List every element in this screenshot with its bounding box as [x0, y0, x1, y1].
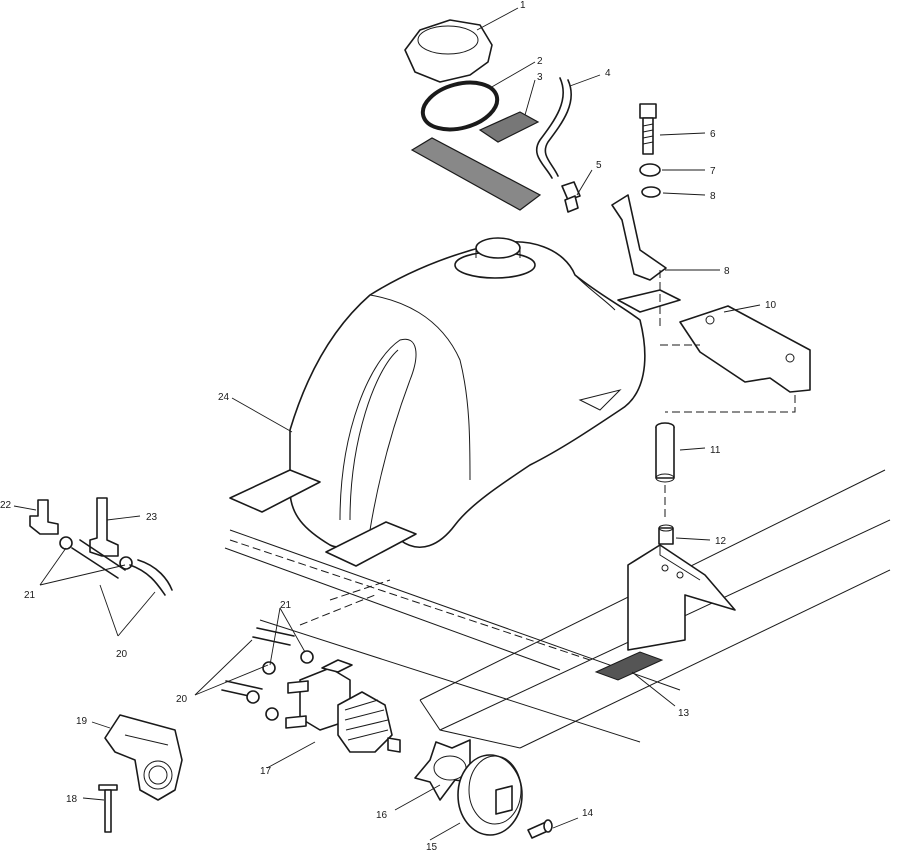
- tee-fitting: [89, 497, 119, 557]
- callout-5: 5: [596, 160, 602, 171]
- mount-bolt: [639, 103, 657, 155]
- fuel-valve: [285, 659, 401, 753]
- rivet: [98, 784, 118, 833]
- callout-7: 7: [710, 166, 716, 177]
- callout-11: 11: [710, 445, 721, 456]
- bushing: [658, 524, 674, 545]
- vent-fitting: [561, 181, 581, 213]
- callout-17: 17: [260, 766, 272, 777]
- leader-lines: [13, 7, 761, 841]
- callout-6: 6: [710, 129, 716, 140]
- callout-3: 3: [537, 72, 543, 83]
- callout-labels: 1 2 3 4 5 6 7 8 8 10 11 12 13 14 15 16 1…: [0, 0, 777, 852]
- mount-block: [660, 305, 811, 413]
- tank-bracket: [611, 194, 667, 330]
- fitting-hoses: [59, 536, 173, 596]
- tank-mount-tabs: [229, 289, 681, 567]
- callout-19: 19: [76, 716, 88, 727]
- cap-gasket: [420, 80, 500, 132]
- valve-hoses: [221, 627, 314, 721]
- fuel-cap: [404, 19, 493, 83]
- callout-22: 22: [0, 500, 12, 511]
- callout-24: 24: [218, 392, 230, 403]
- callout-16: 16: [376, 810, 388, 821]
- callout-18: 18: [66, 794, 78, 805]
- callout-15: 15: [426, 842, 438, 852]
- filler-cover: [457, 754, 523, 836]
- callout-10: 10: [765, 300, 777, 311]
- callout-21-left: 21: [24, 590, 36, 601]
- callout-20-left: 20: [116, 649, 128, 660]
- cover-screw: [527, 819, 553, 839]
- vent-hose: [535, 77, 573, 179]
- callout-2: 2: [537, 56, 543, 67]
- spacer-sleeve: [655, 422, 675, 520]
- fuel-tank: [289, 237, 646, 549]
- callout-8-washer: 8: [710, 191, 716, 202]
- callout-23: 23: [146, 512, 158, 523]
- callout-8-bracket: 8: [724, 266, 730, 277]
- callout-20-valve: 20: [176, 694, 188, 705]
- foam-filter: [410, 111, 542, 211]
- valve-bracket: [104, 714, 183, 801]
- mount-washer: [641, 186, 661, 198]
- callout-1: 1: [520, 0, 526, 11]
- decal: [594, 651, 664, 681]
- callout-4: 4: [605, 68, 611, 79]
- callout-14: 14: [582, 808, 594, 819]
- frame-bracket: [627, 544, 736, 651]
- callout-13: 13: [678, 708, 690, 719]
- callout-21-valve: 21: [280, 600, 292, 611]
- mount-nut: [639, 163, 661, 177]
- frame-rails: [224, 469, 891, 749]
- elbow-fitting: [29, 499, 59, 535]
- callout-12: 12: [715, 536, 727, 547]
